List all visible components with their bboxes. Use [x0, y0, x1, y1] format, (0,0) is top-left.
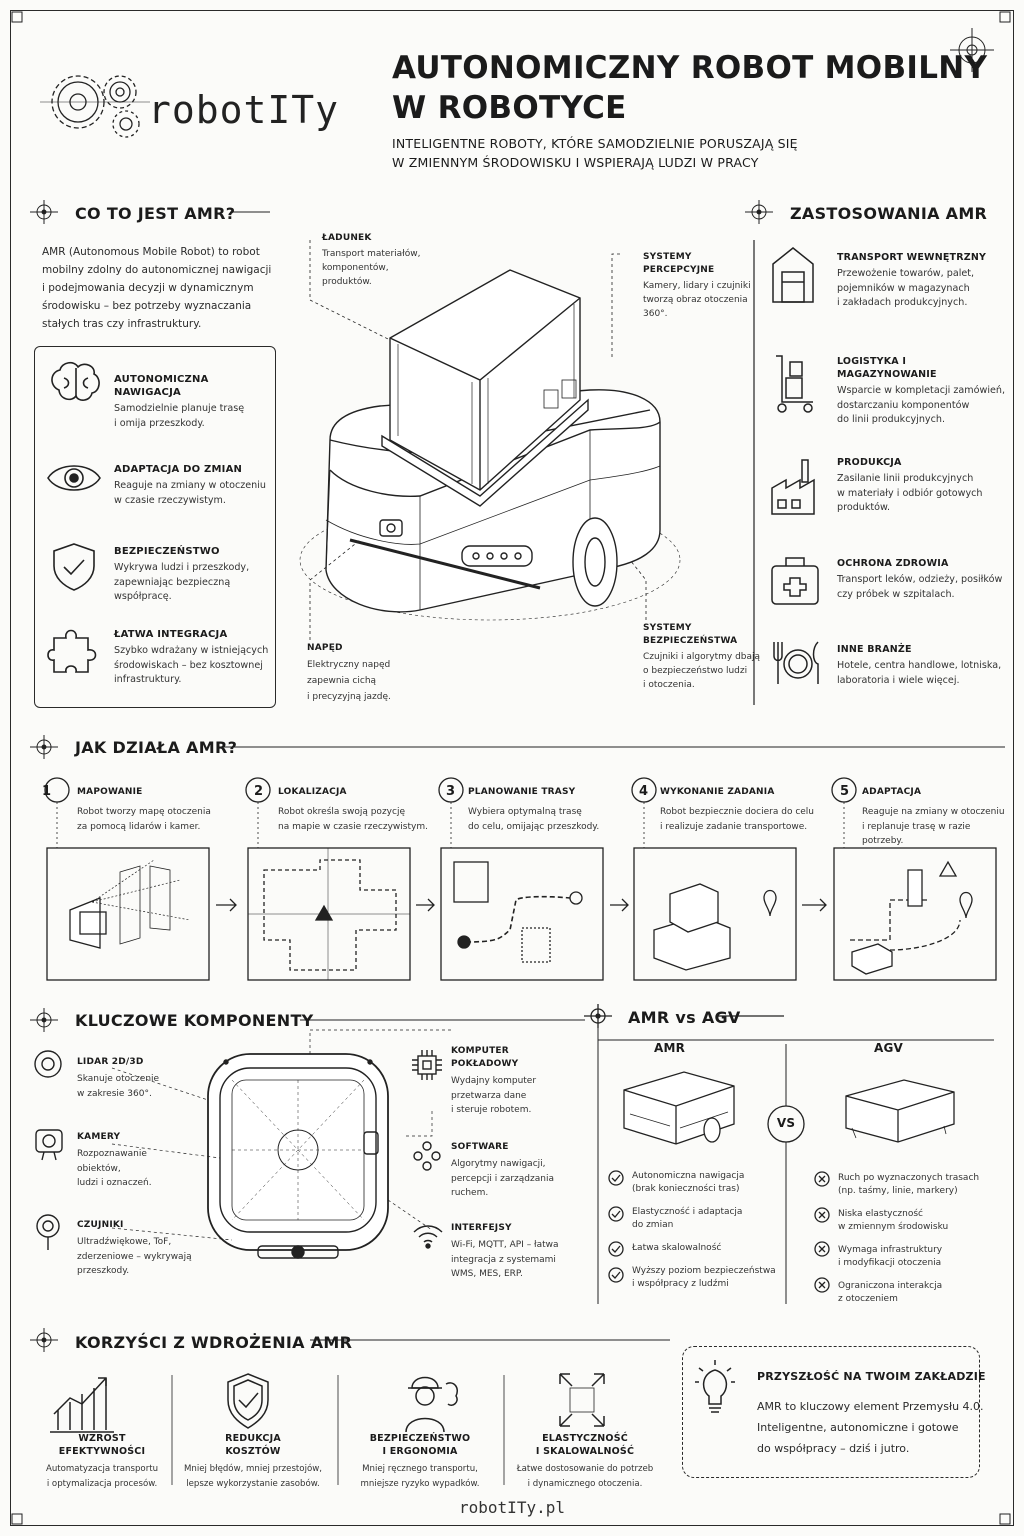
section-title-apps: ZASTOSOWANIA AMR: [790, 204, 988, 223]
growth-chart-icon: [50, 1377, 114, 1433]
chip-icon: [412, 1050, 442, 1080]
step-2: 2 LOKALIZACJA Robot określa swoją pozycj…: [254, 784, 428, 832]
check-icon: [608, 1267, 624, 1283]
future-text: AMR to kluczowy element Przemysłu 4.0.In…: [757, 1400, 984, 1455]
crosshair-icon: [30, 1328, 670, 1352]
apps-timeline: [753, 240, 755, 705]
gears-logo-icon: [40, 75, 150, 138]
feature-icons: [47, 361, 101, 673]
section-title-components: KLUCZOWE KOMPONENTY: [75, 1011, 314, 1030]
app-logistyka: LOGISTYKA I MAGAZYNOWANIE Wsparcie w kom…: [837, 356, 1006, 426]
app-transport: TRANSPORT WEWNĘTRZNY Przewożenie towarów…: [837, 252, 987, 309]
sensor-icon: [36, 1214, 60, 1250]
shield-check-icon: [227, 1373, 269, 1429]
future-box: [682, 1346, 980, 1478]
apps-icons: [771, 247, 819, 684]
wifi-icon: [413, 1225, 443, 1249]
step-3: 3 PLANOWANIE TRASY Wybiera optymalną tra…: [446, 784, 600, 832]
future-title: PRZYSZŁOŚĆ NA TWOIM ZAKŁADZIE: [757, 1370, 986, 1383]
shield-check-icon: [53, 543, 95, 591]
software-icon: [413, 1141, 441, 1171]
check-icon: [608, 1206, 624, 1222]
brain-icon: [51, 361, 100, 401]
component-kamery: KAMERY Rozpoznawanie obiektów,ludzi i oz…: [77, 1132, 152, 1189]
check-icon: [608, 1170, 624, 1186]
puzzle-icon: [47, 629, 97, 673]
section-title-benefits: KORZYŚCI Z WDROŻENIA AMR: [75, 1333, 353, 1352]
component-software: SOFTWARE Algorytmy nawigacji,percepcji i…: [451, 1142, 554, 1199]
crosshair-icon: [30, 1008, 585, 1032]
components-graphics: [34, 1029, 452, 1259]
camera-icon: [35, 1129, 63, 1161]
step-4: 4 WYKONANIE ZADANIA Robot bezpiecznie do…: [639, 784, 815, 832]
page-subtitle: INTELIGENTNE ROBOTY, KTÓRE SAMODZIELNIE …: [392, 136, 798, 170]
label-bezpieczenstwo: SYSTEMY BEZPIECZEŃSTWA Czujniki i algory…: [643, 623, 761, 690]
crosshair-icon: [745, 200, 773, 224]
feature-safety: BEZPIECZEŃSTWO Wykrywa ludzi i przeszkod…: [114, 546, 250, 603]
cross-icon: [814, 1277, 830, 1293]
feature-navigation: AUTONOMICZNA NAWIGACJA Samodzielnie plan…: [114, 374, 245, 429]
label-naped: NAPĘD Elektryczny napęd zapewnia cichą i…: [307, 643, 391, 702]
hand-truck-icon: [776, 355, 813, 413]
vs-graphics: [584, 1004, 994, 1304]
page-frame: [10, 10, 1014, 1526]
step-5: 5 ADAPTACJA Reaguje na zmiany w otoczeni…: [840, 784, 1005, 847]
crosshair-icon: [30, 200, 270, 224]
logo-text: robotITy: [148, 88, 340, 132]
check-icon: [608, 1241, 624, 1257]
label-ladunek: ŁADUNEK Transport materiałów, komponentó…: [322, 233, 421, 287]
cutlery-icon: [773, 641, 819, 684]
feature-adaptation: ADAPTACJA DO ZMIAN Reaguje na zmiany w o…: [114, 464, 266, 506]
vs-badge: VS: [776, 1116, 796, 1130]
robot-illustration: [299, 240, 681, 640]
feature-integration: ŁATWA INTEGRACJA Szybko wdrażany w istni…: [114, 629, 269, 686]
agv-heading: AGV: [874, 1041, 904, 1055]
amr-heading: AMR: [654, 1041, 686, 1055]
eye-icon: [47, 465, 101, 491]
component-czujniki: CZUJNIKI Ultradźwiękowe, ToF,zderzeniowe…: [77, 1220, 192, 1277]
cross-icon: [814, 1171, 830, 1187]
section-title-vs: AMR vs AGV: [628, 1008, 741, 1027]
cross-icon: [814, 1241, 830, 1257]
agv-points: Ruch po wyznaczonych trasach(np. taśmy, …: [838, 1173, 980, 1304]
label-percepcja: SYSTEMY PERCEPCYJNE Kamery, lidary i czu…: [643, 252, 751, 319]
medical-kit-icon: [771, 557, 819, 605]
cross-icon: [814, 1207, 830, 1223]
how-steps-graphics: [44, 777, 997, 981]
app-inne: INNE BRANŻE Hotele, centra handlowe, lot…: [837, 644, 1002, 686]
lidar-icon: [34, 1050, 62, 1078]
app-zdrowie: OCHRONA ZDROWIA Transport leków, odzieży…: [837, 558, 1003, 600]
lightbulb-icon: [695, 1360, 735, 1413]
features-box: [34, 346, 276, 708]
amr-points: Autonomiczna nawigacja(brak konieczności…: [632, 1171, 776, 1289]
section-title-what: CO TO JEST AMR?: [75, 204, 236, 223]
footer-brand: robotITy.pl: [459, 1498, 565, 1517]
section-title-how: JAK DZIAŁA AMR?: [75, 738, 238, 757]
worker-icon: [405, 1376, 458, 1433]
factory-icon: [771, 459, 815, 515]
expand-arrows-icon: [559, 1373, 605, 1427]
benefit-icons: [50, 1373, 605, 1485]
crosshair-icon: [30, 735, 1005, 759]
page-title: AUTONOMICZNY ROBOT MOBILNY W ROBOTYCE: [392, 50, 988, 126]
warehouse-icon: [772, 247, 814, 303]
